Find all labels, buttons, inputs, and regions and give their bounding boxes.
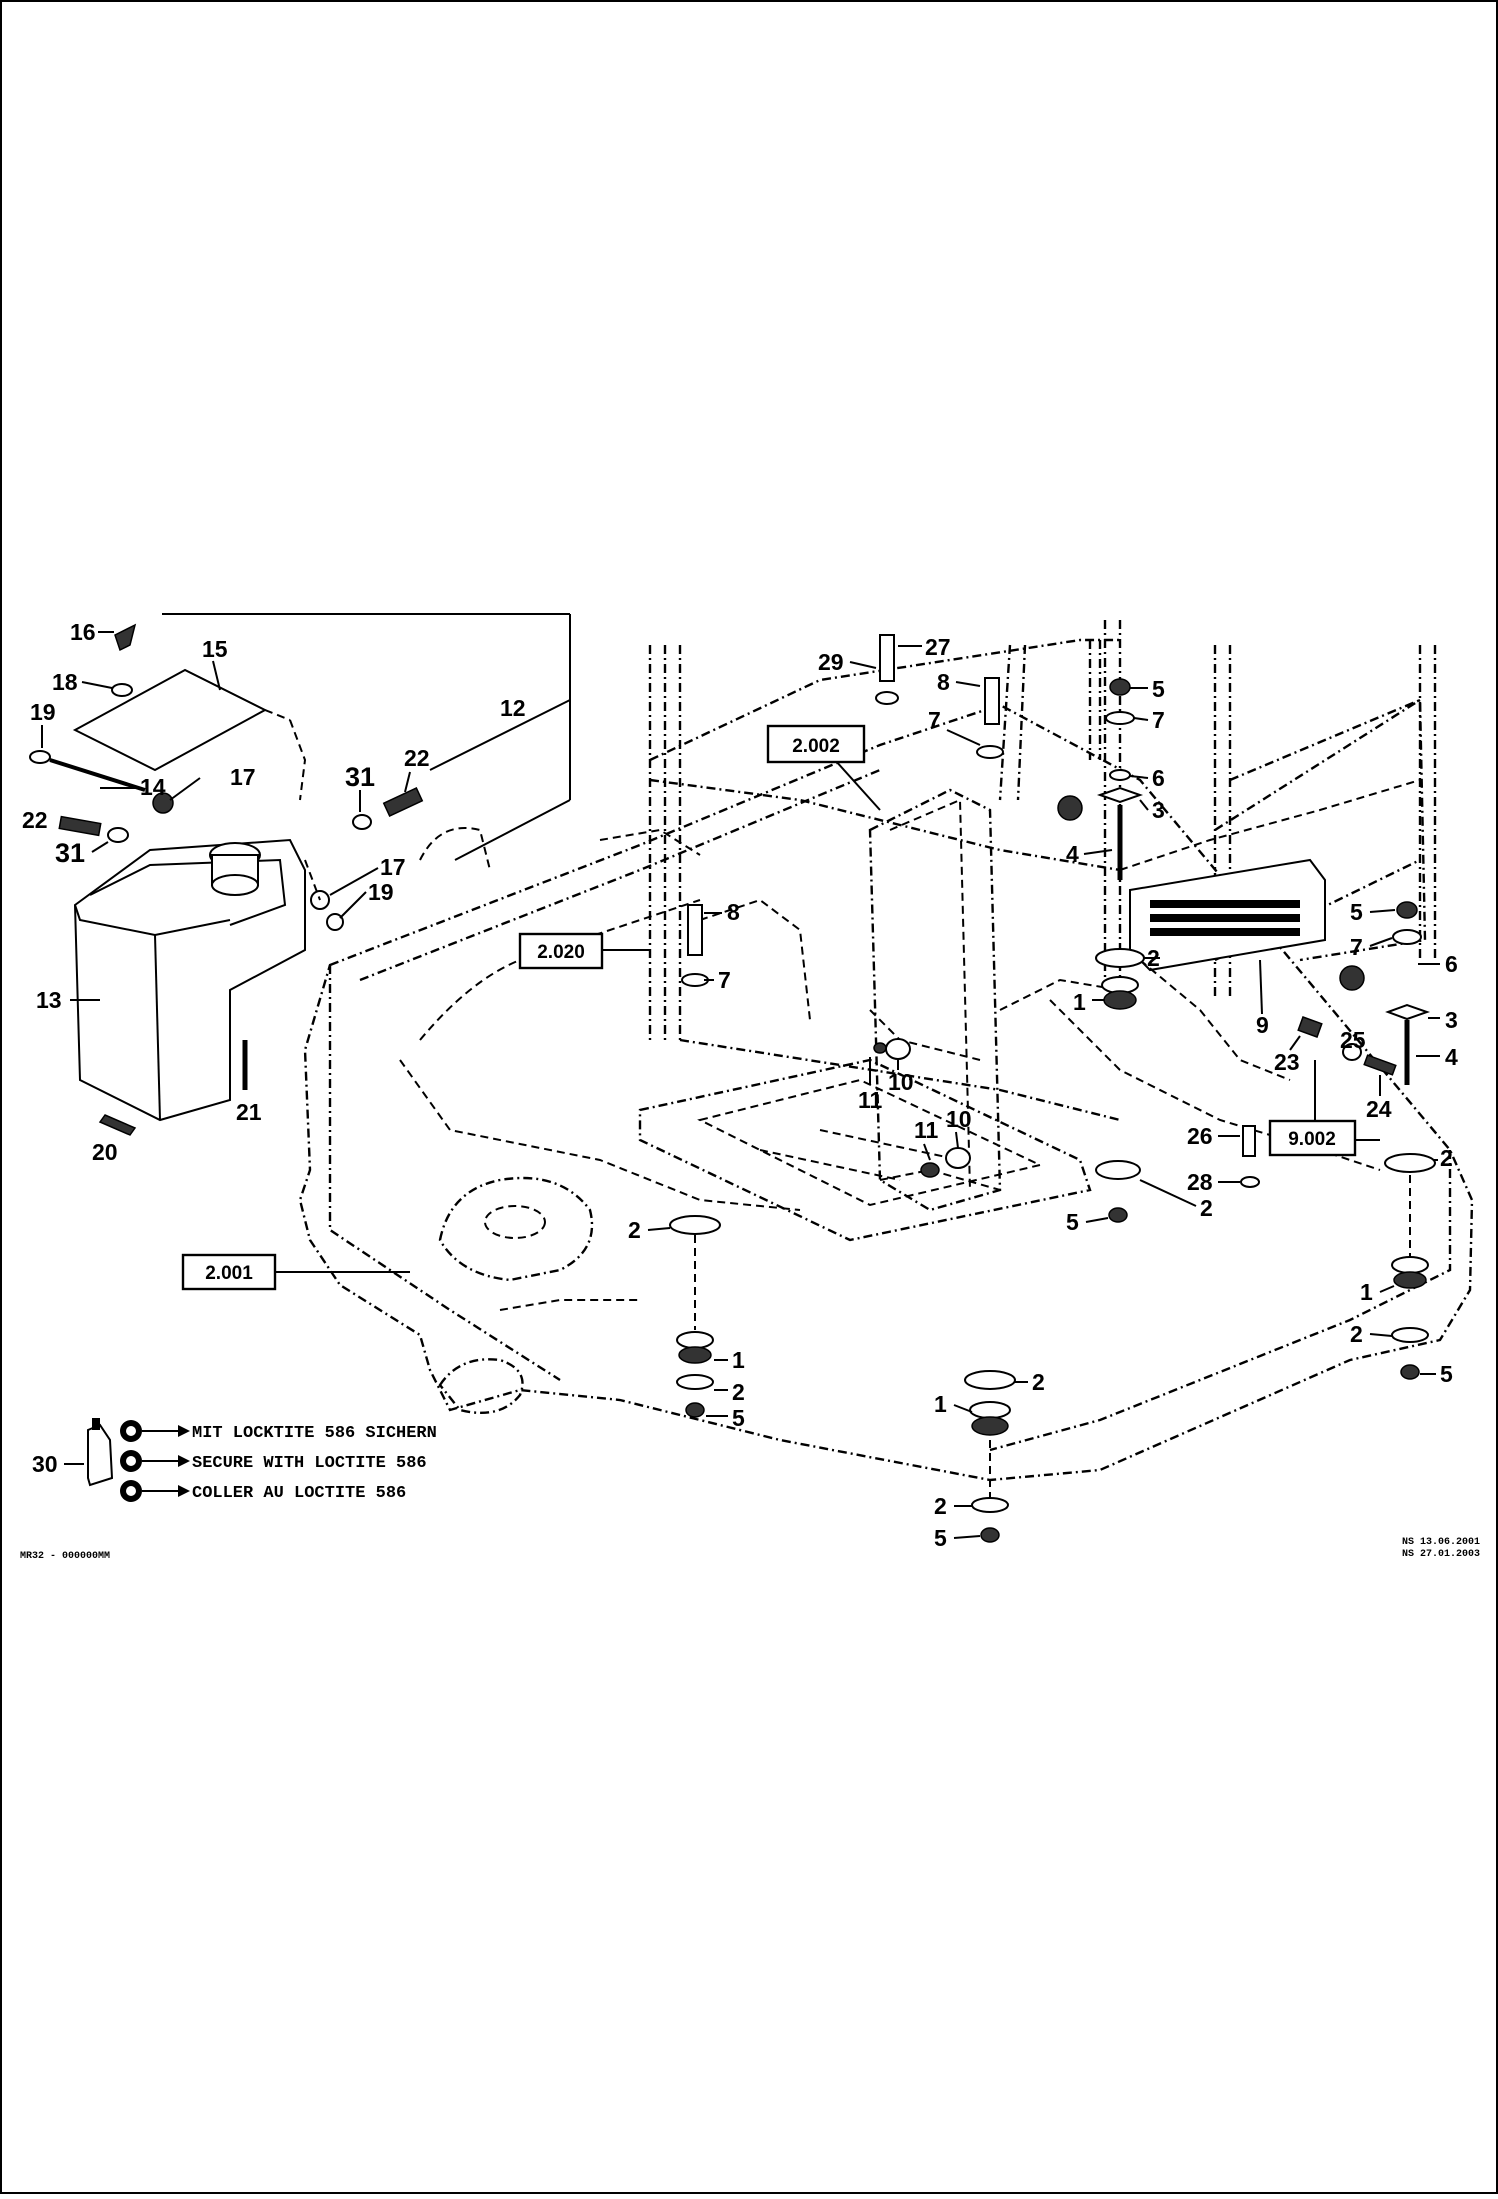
part-label: 23 — [1274, 1049, 1300, 1075]
ref-label: 2.020 — [537, 942, 585, 963]
ref-label: 2.002 — [792, 736, 840, 757]
part-label: 10 — [946, 1106, 972, 1132]
reference-box-9002: 9.002 — [1268, 1119, 1357, 1157]
part-label: 14 — [140, 774, 166, 800]
isolator-stacks — [669, 634, 1436, 1543]
part-label: 10 — [888, 1069, 914, 1095]
revision-date: NS 27.01.2003 — [1402, 1549, 1480, 1560]
part-label: 12 — [500, 695, 526, 721]
part-label: 5 — [1350, 899, 1363, 925]
part-label: 7 — [1350, 934, 1363, 960]
drawing-id: MR32 - 000000MM — [20, 1551, 110, 1562]
part-label: 22 — [404, 745, 430, 771]
part-label: 17 — [380, 854, 406, 880]
part-label: 31 — [55, 838, 85, 868]
legend-line-fr: COLLER AU LOCTITE 586 — [192, 1484, 406, 1503]
part-label: 7 — [718, 967, 731, 993]
ref-label: 9.002 — [1288, 1129, 1336, 1150]
part-label: 1 — [732, 1347, 745, 1373]
part-label: 19 — [368, 879, 394, 905]
part-label: 22 — [22, 807, 48, 833]
part-label: 2 — [1440, 1145, 1453, 1171]
loctite-legend: 30 MIT LOCKTITE 586 SICHERN SECURE WITH … — [32, 1418, 437, 1503]
part-label: 3 — [1445, 1007, 1458, 1033]
legend-line-en: SECURE WITH LOCTITE 586 — [192, 1454, 427, 1473]
part-label: 1 — [1360, 1279, 1373, 1305]
leader-lines — [162, 613, 1380, 1273]
part-label: 5 — [1066, 1209, 1079, 1235]
part-label: 4 — [1445, 1044, 1458, 1070]
part-label: 5 — [1440, 1361, 1453, 1387]
part-label: 26 — [1187, 1123, 1213, 1149]
part-label: 8 — [727, 899, 740, 925]
part-label: 11 — [914, 1117, 939, 1143]
vent-slots — [1150, 900, 1300, 936]
undercarriage-frame-drawing — [298, 620, 1474, 1482]
part-label: 8 — [937, 669, 950, 695]
reference-box-2001: 2.001 — [181, 1253, 277, 1291]
part-label: 11 — [858, 1087, 883, 1113]
part-label: 2 — [1200, 1195, 1213, 1221]
part-label: 2 — [732, 1379, 745, 1405]
part-label: 28 — [1187, 1169, 1213, 1195]
secure-symbol-icon — [120, 1420, 142, 1502]
part-label: 4 — [1066, 841, 1079, 867]
part-label: 5 — [732, 1405, 745, 1431]
part-label: 19 — [30, 699, 56, 725]
part-label: 2 — [1350, 1321, 1363, 1347]
part-label: 3 — [1152, 797, 1165, 823]
tank-assembly-drawing — [29, 623, 424, 1136]
part-label: 13 — [36, 987, 62, 1013]
part-label: 9 — [1256, 1012, 1269, 1038]
part-label: 24 — [1366, 1096, 1392, 1122]
part-label: 2 — [934, 1493, 947, 1519]
legend-line-de: MIT LOCKTITE 586 SICHERN — [192, 1424, 437, 1443]
revision-date: NS 13.06.2001 — [1402, 1537, 1480, 1548]
part-label: 5 — [934, 1525, 947, 1551]
part-label: 7 — [1152, 707, 1165, 733]
part-label: 2 — [628, 1217, 641, 1243]
reference-box-2020: 2.020 — [518, 932, 604, 970]
part-label: 5 — [1152, 676, 1165, 702]
ref-label: 2.001 — [205, 1263, 253, 1284]
part-label: 25 — [1340, 1027, 1366, 1053]
part-label: 1 — [1073, 989, 1086, 1015]
part-label: 6 — [1152, 765, 1165, 791]
part-label: 21 — [236, 1099, 262, 1125]
part-label: 31 — [345, 762, 375, 792]
part-label: 2 — [1032, 1369, 1045, 1395]
part-label: 15 — [202, 636, 228, 662]
part-label: 20 — [92, 1139, 118, 1165]
reference-box-2002: 2.002 — [766, 724, 866, 764]
loctite-bottle-icon — [87, 1423, 114, 1487]
part-label: 29 — [818, 649, 844, 675]
part-label: 27 — [925, 634, 951, 660]
part-label: 6 — [1445, 951, 1458, 977]
part-label: 18 — [52, 669, 78, 695]
part-number-labels: 16 18 15 19 14 17 12 22 31 31 22 17 19 1… — [22, 619, 1458, 1551]
part-label: 17 — [230, 764, 256, 790]
part-label: 1 — [934, 1391, 947, 1417]
part-label: 16 — [70, 619, 96, 645]
legend-item-number: 30 — [32, 1451, 58, 1477]
part-label: 7 — [928, 707, 941, 733]
